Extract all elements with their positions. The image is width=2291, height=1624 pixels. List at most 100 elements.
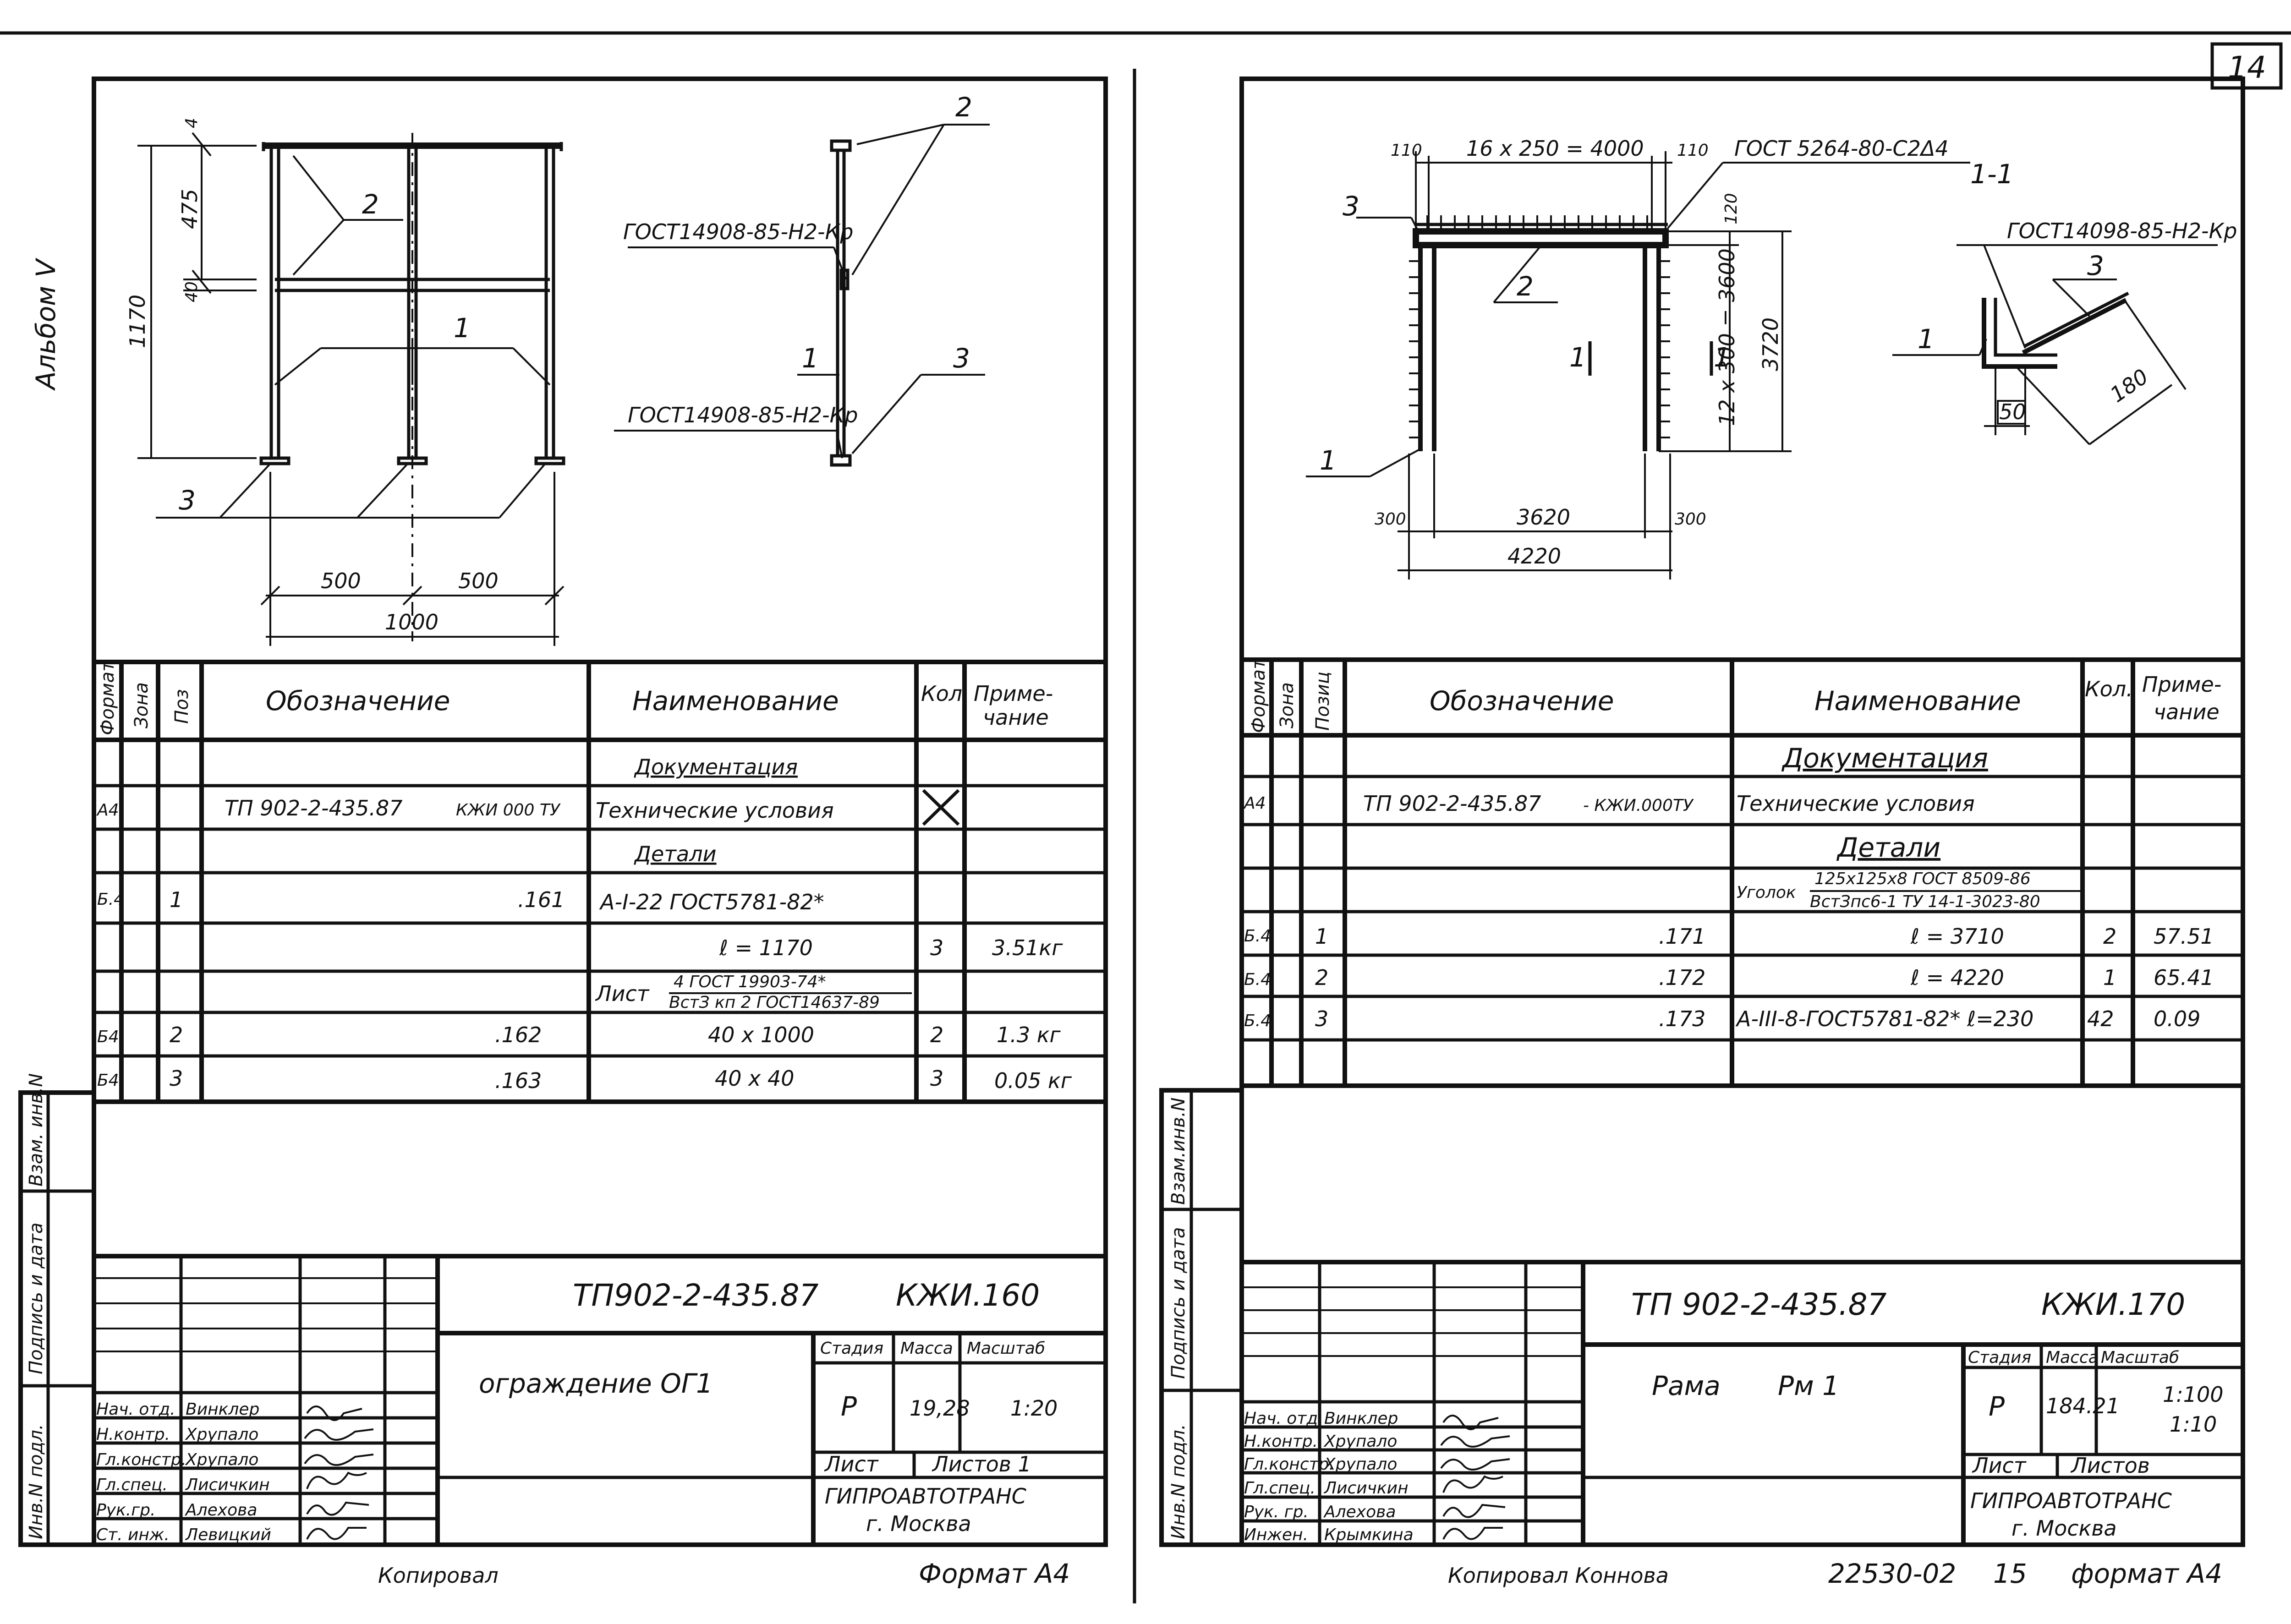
left-role-5: Ст. инж. — [96, 1526, 170, 1544]
dim-3620: 3620 — [1517, 505, 1570, 530]
row-docs-heading: Документация — [634, 755, 798, 779]
right-scale-label: Масштаб — [2101, 1348, 2179, 1367]
left-title: ограждение ОГ1 — [479, 1368, 713, 1399]
left-mass-label: Масса — [900, 1339, 953, 1358]
left-footer-copied: Копировал — [378, 1563, 499, 1588]
callout-2: 2 — [362, 189, 379, 220]
right-signatures — [1440, 1415, 1510, 1540]
row1-code: ТП 902-2-435.87 — [225, 796, 403, 820]
right-frame — [1239, 77, 2245, 1547]
hdr-name: Наименование — [632, 685, 839, 716]
right-footer-format: формат А4 — [2071, 1558, 2222, 1589]
side-callout-2: 2 — [955, 92, 972, 123]
cut-mark-right: 1 — [1714, 342, 1731, 373]
right-org-1: ГИПРОАВТОТРАНС — [1970, 1488, 2172, 1513]
dim-16x250: 16 х 250 = 4000 — [1466, 136, 1644, 161]
side-gost-top: ГОСТ14908-85-Н2-Кр — [623, 219, 853, 244]
row6-format: Б4 — [97, 1028, 119, 1046]
r-row4-qty: 2 — [2103, 924, 2116, 949]
r-hdr-pos: Позиц — [1312, 672, 1333, 731]
r-row-details-heading: Детали — [1836, 832, 1940, 863]
r-row1-suffix: - КЖИ.000ТУ — [1583, 796, 1694, 815]
right-org-2: г. Москва — [2011, 1516, 2117, 1541]
left-signatures — [304, 1405, 374, 1540]
r-row4-format: Б.4 — [1244, 927, 1271, 946]
left-sheet-label: Лист — [824, 1452, 879, 1476]
angle-prefix: Уголок — [1737, 883, 1796, 902]
stamp-replace: Взам. инв.N — [26, 1073, 47, 1187]
section-dim-50: 50 — [1999, 399, 2026, 424]
callout-1: 1 — [454, 312, 471, 344]
dim-4220: 4220 — [1507, 544, 1561, 569]
row7-note: 0.05 кг — [994, 1068, 1072, 1093]
row3-suffix: .161 — [518, 887, 565, 912]
r-row1-code: ТП 902-2-435.87 — [1363, 791, 1541, 816]
r-row4-note: 57.51 — [2154, 924, 2214, 949]
frame-callout-2: 2 — [1517, 271, 1534, 302]
left-name-4: Алехова — [185, 1501, 257, 1520]
left-spec-table: Формат Зона Поз Обозначение Наименование… — [94, 660, 1106, 1104]
right-title-block: ТП 902-2-435.87 КЖИ.170 Рама Рм 1 Стадия… — [1242, 1260, 2243, 1545]
hdr-zone: Зона — [131, 682, 152, 728]
dim-475: 475 — [177, 189, 202, 229]
left-title-block: ТП902-2-435.87 КЖИ.160 ограждение ОГ1 Ст… — [94, 1254, 1106, 1545]
row7-pos: 3 — [170, 1066, 183, 1091]
row7-suffix: .163 — [495, 1068, 542, 1093]
right-footer-number: 22530-02 — [1828, 1558, 1956, 1589]
right-role-3: Гл.спец. — [1244, 1479, 1315, 1498]
right-footer-copied: Копировал Коннова — [1448, 1563, 1669, 1588]
hdr-format: Формат — [97, 660, 118, 735]
row6-note: 1.3 кг — [997, 1023, 1061, 1047]
row6-suffix: .162 — [495, 1023, 542, 1047]
right-stage-label: Стадия — [1968, 1348, 2031, 1367]
section-callout-1: 1 — [1918, 323, 1935, 355]
left-footer-format: Формат А4 — [919, 1558, 1070, 1589]
r-row4-pos: 1 — [1315, 924, 1328, 949]
r-row6-note: 0.09 — [2154, 1006, 2200, 1031]
r-hdr-note-1: Приме- — [2142, 672, 2221, 697]
section-callout-3: 3 — [2087, 250, 2104, 281]
row-details-heading: Детали — [634, 842, 717, 866]
right-name-0: Винклер — [1324, 1409, 1398, 1428]
r-row5-qty: 1 — [2103, 965, 2116, 990]
right-sheet-label: Лист — [1972, 1453, 2027, 1478]
dim-3720: 3720 — [1758, 317, 1783, 371]
section-label: 1-1 — [1970, 159, 2014, 190]
right-scale-2: 1:10 — [2170, 1412, 2217, 1437]
left-name-0: Винклер — [186, 1400, 259, 1419]
row4-qty: 3 — [930, 935, 943, 960]
row1-format: А4 — [96, 801, 119, 820]
r-row6-pos: 3 — [1315, 1006, 1328, 1031]
r-stamp-inv-orig: Инв.N подл. — [1168, 1424, 1189, 1539]
dim-500-a: 500 — [321, 569, 361, 593]
left-mass: 19,28 — [910, 1396, 970, 1421]
r-row5-suffix: .172 — [1659, 965, 1705, 990]
sheet-fraction-top: 4 ГОСТ 19903-74* — [674, 973, 826, 991]
r-row5-format: Б.4 — [1244, 970, 1271, 989]
left-scale-label: Масштаб — [967, 1339, 1045, 1358]
hdr-note-2: чание — [983, 705, 1049, 730]
right-mass: 184.21 — [2046, 1394, 2120, 1418]
r-row6-qty: 42 — [2087, 1006, 2114, 1031]
left-name-2: Хрупало — [185, 1450, 258, 1469]
left-name-3: Лисичкин — [185, 1476, 270, 1494]
left-role-2: Гл.констр. — [96, 1450, 186, 1469]
row6-pos: 2 — [170, 1023, 183, 1047]
r-row6-name: А-III-8-ГОСТ5781-82* ℓ=230 — [1735, 1006, 2033, 1031]
row3-pos: 1 — [170, 887, 183, 912]
right-role-0: Нач. отд. — [1244, 1409, 1323, 1428]
left-scale: 1:20 — [1010, 1396, 1058, 1421]
right-name-4: Алехова — [1323, 1503, 1396, 1521]
r-row1-name: Технические условия — [1737, 791, 1975, 816]
right-name-2: Хрупало — [1323, 1455, 1397, 1474]
r-hdr-designation: Обозначение — [1430, 685, 1614, 716]
page-number-box — [2210, 42, 2283, 90]
right-title-1: Рама — [1652, 1370, 1721, 1401]
right-footer-page: 15 — [1993, 1558, 2027, 1589]
stamp-inv-orig: Инв.N подл. — [26, 1424, 47, 1539]
dim-4: 4 — [182, 118, 201, 128]
row7-format: Б4 — [97, 1071, 119, 1090]
side-gost-bottom: ГОСТ14908-85-Н2-Кр — [628, 403, 858, 427]
r-row4-suffix: .171 — [1659, 924, 1705, 949]
row3-format: Б.4 — [97, 890, 124, 909]
